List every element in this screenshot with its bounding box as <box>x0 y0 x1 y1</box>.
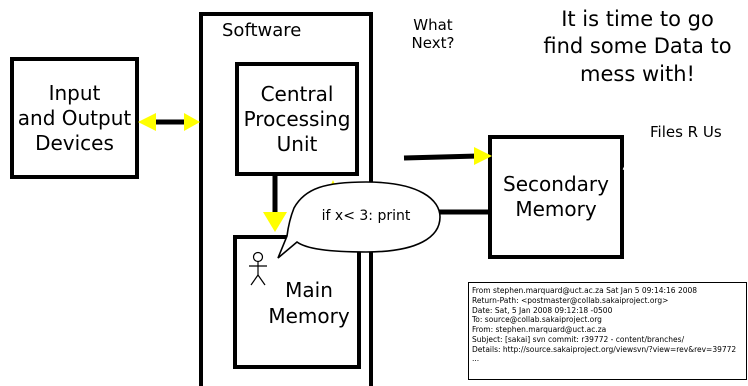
secondary-memory-box: Secondary Memory <box>488 135 624 259</box>
email-line: Details: http://source.sakaiproject.org/… <box>472 344 737 354</box>
stick-figure-icon <box>249 251 267 286</box>
main-memory-label: Main Memory <box>268 278 350 328</box>
cpu-memory-arrowhead <box>263 212 287 232</box>
files-r-us-label: Files R Us <box>650 123 722 141</box>
email-text-box: From stephen.marquard@uct.ac.za Sat Jan … <box>468 282 747 380</box>
main-memory-box: Main Memory <box>233 235 361 369</box>
email-line: ... <box>472 354 480 364</box>
io-arrowhead-left <box>138 113 156 131</box>
what-next-label: What Next? <box>411 16 455 52</box>
email-line: To: source@collab.sakaiproject.org <box>472 315 602 325</box>
speech-bubble <box>277 181 441 259</box>
email-line: From stephen.marquard@uct.ac.za Sat Jan … <box>472 286 698 295</box>
email-line: From: stephen.marquard@uct.ac.za <box>472 325 607 334</box>
headline-text: It is time to go find some Data to mess … <box>543 7 732 86</box>
input-output-label: Input and Output Devices <box>17 80 132 155</box>
input-output-devices-box: Input and Output Devices <box>10 57 139 179</box>
speech-bubble-text: if x< 3: print <box>321 208 411 224</box>
io-arrowhead-right <box>184 113 200 131</box>
email-line: Date: Sat, 5 Jan 2008 09:12:18 -0500 <box>472 305 613 315</box>
cpu-label: Central Processing Unit <box>243 81 351 156</box>
email-line: Return-Path: <postmaster@collab.sakaipro… <box>472 295 669 305</box>
secondary-arrowhead <box>474 147 492 165</box>
software-secondary-connector <box>403 153 479 161</box>
cpu-box: Central Processing Unit <box>235 62 359 176</box>
software-title: Software <box>222 20 302 41</box>
email-line: Subject: [sakai] svn commit: r39772 - co… <box>472 334 685 344</box>
secondary-tick <box>622 161 630 171</box>
secondary-memory-label: Secondary Memory <box>503 172 609 221</box>
